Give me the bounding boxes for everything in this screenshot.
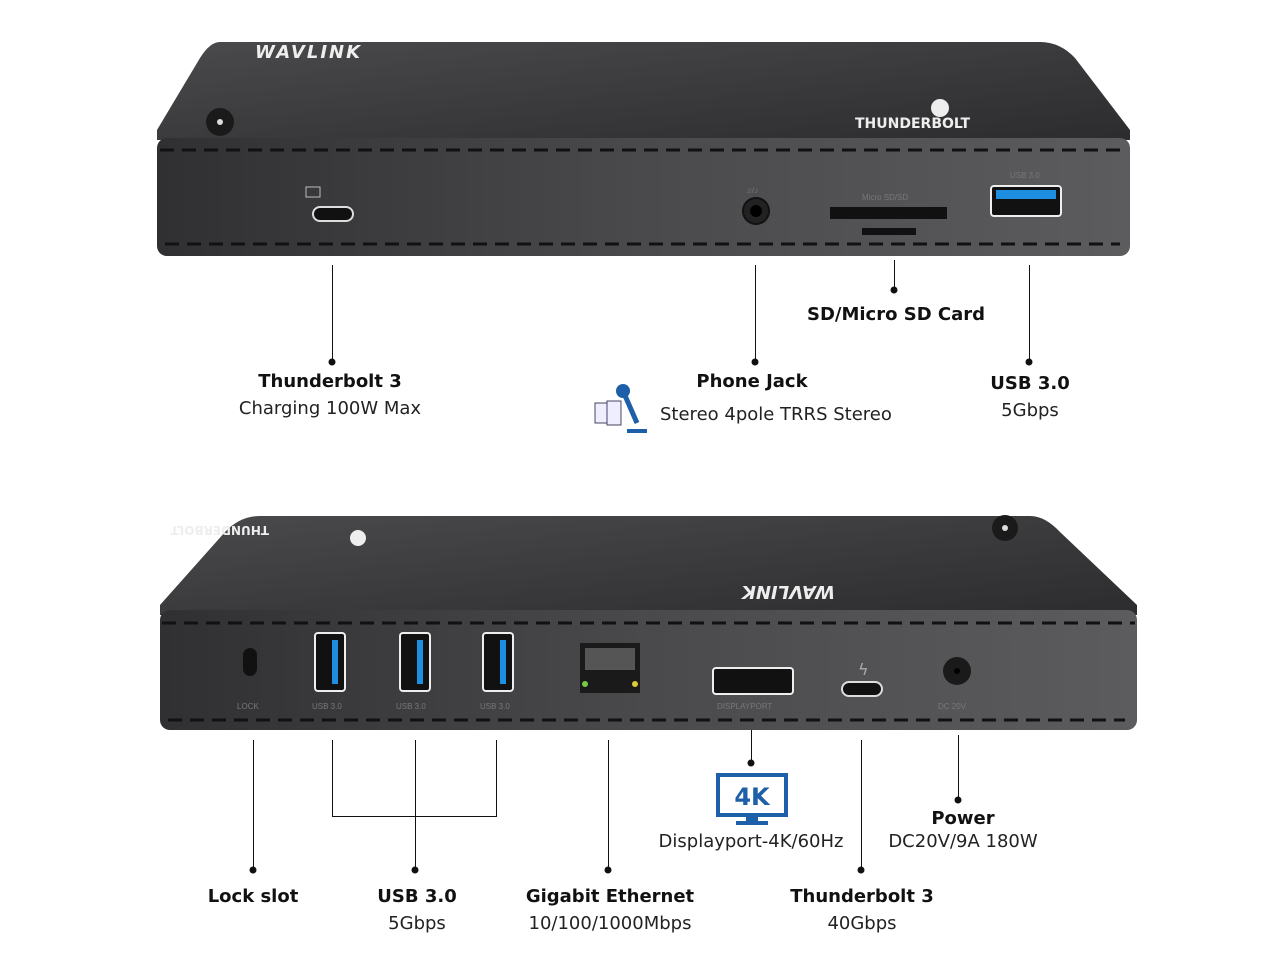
callout-power: Power DC20V/9A 180W bbox=[888, 808, 1038, 852]
micro-sd-slot bbox=[862, 228, 916, 235]
svg-text:DISPLAYPORT: DISPLAYPORT bbox=[717, 702, 772, 711]
svg-text:LOCK: LOCK bbox=[237, 702, 259, 711]
device-front-face bbox=[157, 138, 1130, 256]
callout-sd-card: SD/Micro SD Card bbox=[806, 304, 986, 325]
device-top-face bbox=[160, 516, 1137, 615]
callout-thunderbolt-40gbps: Thunderbolt 3 40Gbps bbox=[790, 886, 934, 934]
wavlink-logo: WAVLINK bbox=[255, 42, 362, 63]
speaker-microphone-icon bbox=[593, 383, 655, 435]
svg-text:THUNDERBOLT: THUNDERBOLT bbox=[855, 116, 970, 132]
sd-card-slot bbox=[830, 207, 947, 219]
svg-text:USB 3.0: USB 3.0 bbox=[312, 702, 342, 711]
svg-text:WAVLINK: WAVLINK bbox=[255, 42, 362, 63]
svg-text:DC 20V: DC 20V bbox=[938, 702, 967, 711]
callout-usb-bottom: USB 3.0 5Gbps bbox=[377, 886, 457, 934]
svg-text:Micro SD/SD: Micro SD/SD bbox=[862, 193, 908, 202]
device-front-face bbox=[160, 610, 1137, 730]
lock-slot bbox=[243, 648, 257, 676]
svg-text:ϟ: ϟ bbox=[858, 660, 869, 679]
callout-ethernet: Gigabit Ethernet 10/100/1000Mbps bbox=[525, 886, 695, 934]
callout-lock-slot: Lock slot bbox=[207, 886, 299, 907]
callout-phone-jack: Phone Jack bbox=[696, 371, 808, 392]
laptop-icon bbox=[305, 186, 321, 198]
svg-text:USB 3.0: USB 3.0 bbox=[1010, 171, 1040, 180]
usb-ports bbox=[314, 632, 514, 692]
svg-text:USB 3.0: USB 3.0 bbox=[480, 702, 510, 711]
device-top-face bbox=[157, 42, 1130, 140]
dock-rear-view: WAVLINK THUNDERBOLT LOCK USB 3.0 USB 3.0… bbox=[160, 515, 1137, 730]
svg-text:USB 3.0: USB 3.0 bbox=[396, 702, 426, 711]
svg-text:THUNDERBOLT: THUNDERBOLT bbox=[170, 523, 269, 537]
thunderbolt-port bbox=[841, 681, 883, 697]
callout-displayport: Displayport-4K/60Hz bbox=[658, 831, 844, 852]
thunderbolt-logo-icon bbox=[931, 99, 949, 117]
dock-front-view: WAVLINK THUNDERBOLT ♫/♪ Micro SD/SD USB … bbox=[157, 42, 1130, 256]
thunderbolt-port bbox=[312, 206, 354, 222]
callout-usb-top: USB 3.0 5Gbps bbox=[990, 373, 1070, 421]
4k-monitor-icon: 4K bbox=[716, 773, 788, 827]
callout-thunderbolt-charging: Thunderbolt 3 Charging 100W Max bbox=[238, 371, 422, 419]
svg-text:WAVLINK: WAVLINK bbox=[740, 581, 835, 602]
svg-text:♫/♪: ♫/♪ bbox=[746, 186, 758, 195]
phone-jack-subtitle: Stereo 4pole TRRS Stereo bbox=[660, 404, 892, 425]
svg-text:4K: 4K bbox=[734, 783, 771, 811]
displayport-port bbox=[712, 667, 794, 695]
